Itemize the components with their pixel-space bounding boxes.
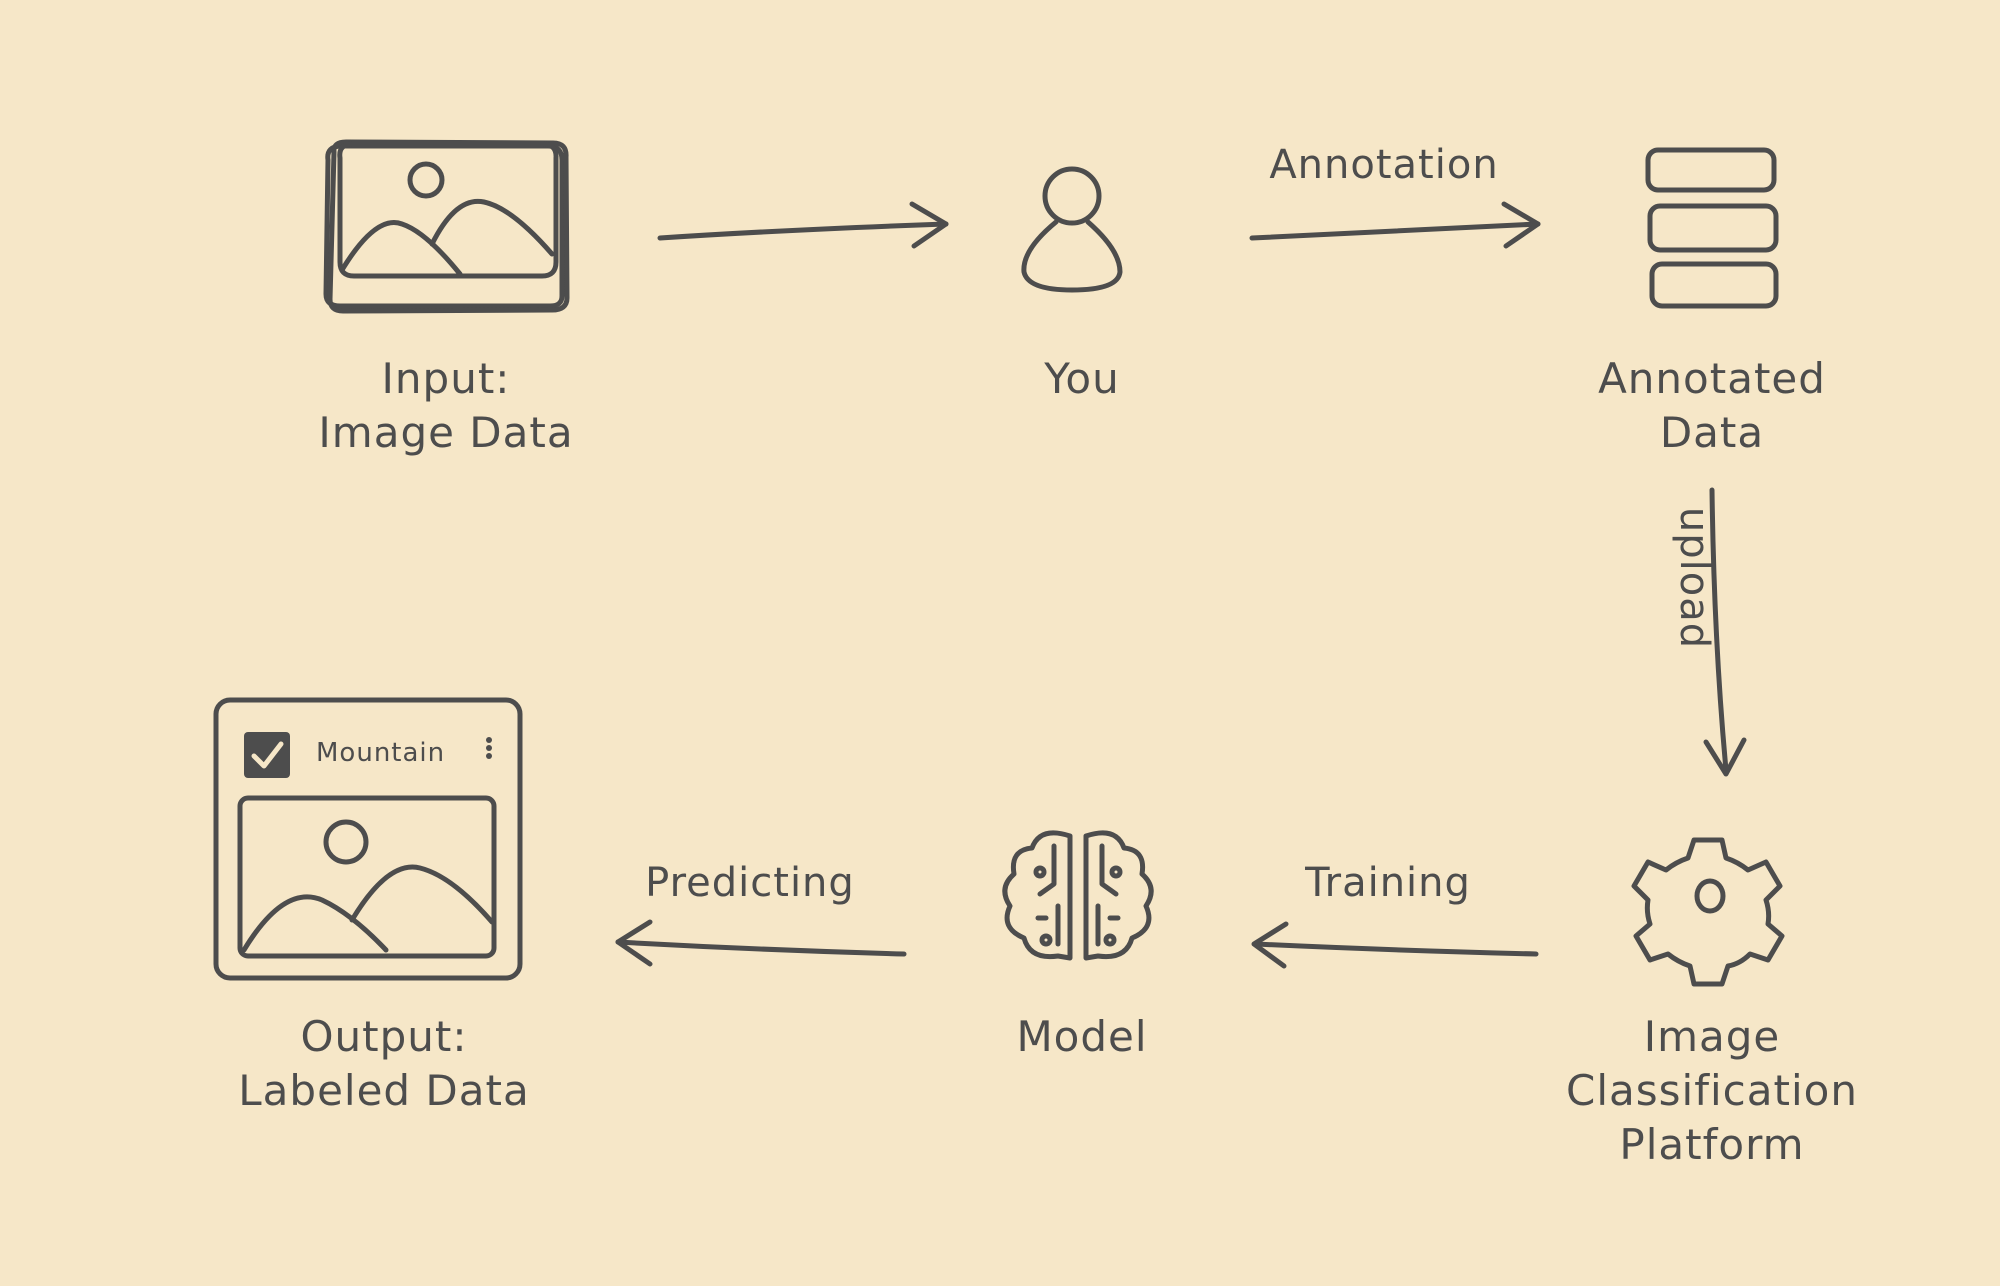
database-stack-icon [1645, 147, 1779, 309]
node-label-model: Model [1016, 1012, 1148, 1061]
node-label-input: Input: Image Data [318, 354, 574, 457]
edge-label-training: Training [1305, 860, 1471, 906]
node-label-annotated: Annotated Data [1598, 354, 1826, 457]
edge-label-predicting: Predicting [645, 860, 855, 906]
arrow-model-to-output [615, 919, 907, 967]
edge-label-annotation: Annotation [1269, 142, 1499, 188]
node-label-platform: Image Classification Platform [1566, 1012, 1858, 1169]
arrow-input-to-you [657, 201, 949, 249]
checkbox-checked [244, 732, 290, 778]
node-label-output: Output: Labeled Data [238, 1012, 530, 1115]
arrow-platform-to-model [1251, 921, 1539, 969]
vertical-dots-icon [486, 737, 492, 759]
labeled-image-card-icon [213, 697, 523, 981]
images-stack-icon [323, 139, 570, 314]
arrow-annotated-to-platform [1703, 487, 1747, 777]
edge-label-upload: upload [1671, 506, 1717, 650]
gear-icon [1631, 837, 1785, 987]
person-icon [1021, 166, 1123, 293]
brain-circuit-icon [1002, 830, 1154, 961]
node-label-you: You [1044, 354, 1120, 403]
arrow-you-to-annotated [1249, 201, 1541, 249]
card-class-label: Mountain [316, 738, 446, 768]
